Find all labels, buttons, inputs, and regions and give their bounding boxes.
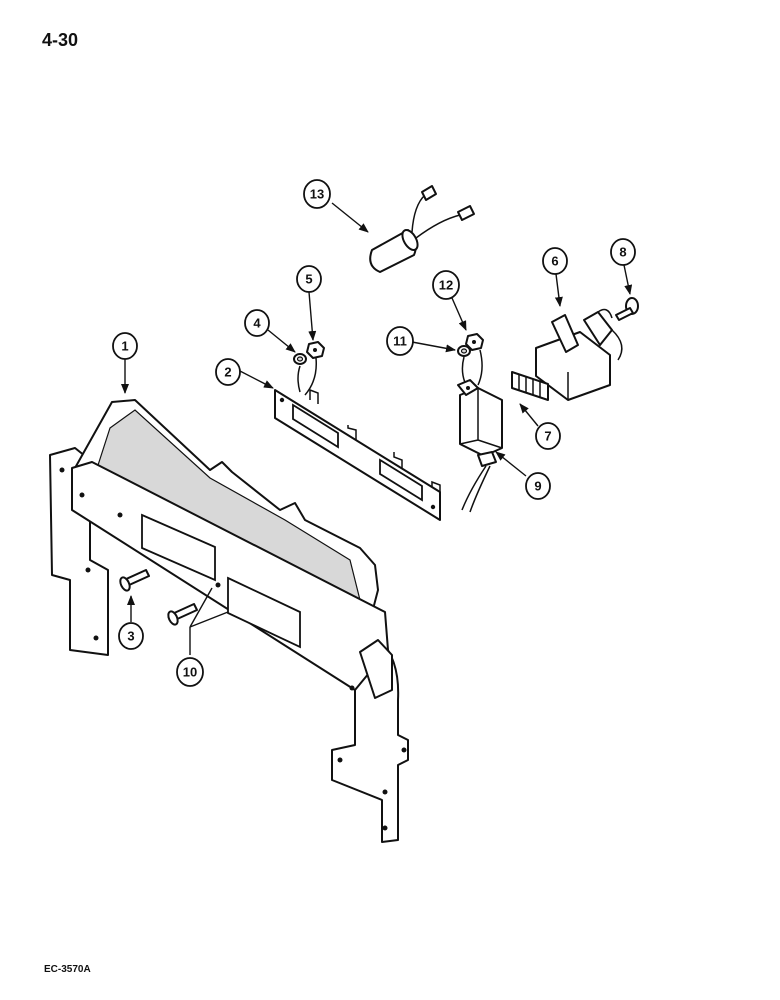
callout-6: 6 (542, 247, 568, 275)
washer-part-11 (457, 345, 471, 357)
svg-text:12: 12 (439, 278, 453, 293)
callout-7: 7 (535, 422, 561, 450)
svg-text:13: 13 (310, 187, 324, 202)
mounting-bracket-part (49, 399, 409, 843)
callout-10: 10 (176, 657, 204, 687)
screw-part-3 (119, 569, 150, 592)
nut-part-5 (306, 341, 325, 359)
svg-text:9: 9 (534, 479, 541, 494)
callout-8: 8 (610, 238, 636, 266)
svg-text:10: 10 (183, 665, 197, 680)
callout-3: 3 (118, 622, 144, 650)
svg-text:6: 6 (551, 254, 558, 269)
svg-text:7: 7 (544, 429, 551, 444)
svg-text:8: 8 (619, 245, 626, 260)
svg-text:5: 5 (305, 272, 312, 287)
capacitor-part (369, 185, 475, 273)
mounting-plate-part (274, 388, 441, 521)
connector-block-part (511, 371, 549, 401)
page-number: 4-30 (42, 30, 79, 50)
callout-9: 9 (525, 472, 551, 500)
callout-1: 1 (112, 332, 138, 360)
svg-text:11: 11 (393, 334, 407, 349)
callout-12: 12 (432, 270, 460, 300)
relay-module-part (457, 379, 503, 513)
screw-part-10 (167, 603, 198, 626)
callout-13: 13 (303, 179, 331, 209)
callout-2: 2 (215, 358, 241, 386)
nut-part-12 (465, 333, 484, 351)
screw-part-8 (615, 297, 639, 321)
leader-lines (121, 202, 633, 655)
svg-text:2: 2 (224, 365, 231, 380)
switch-housing-part (535, 308, 623, 401)
washer-part-4 (293, 353, 307, 365)
svg-text:3: 3 (127, 629, 134, 644)
svg-text:4: 4 (253, 316, 261, 331)
callout-11: 11 (386, 326, 414, 356)
callout-4: 4 (244, 309, 270, 337)
figure-code: EC-3570A (44, 964, 91, 975)
svg-text:1: 1 (121, 339, 128, 354)
callout-5: 5 (296, 265, 322, 293)
